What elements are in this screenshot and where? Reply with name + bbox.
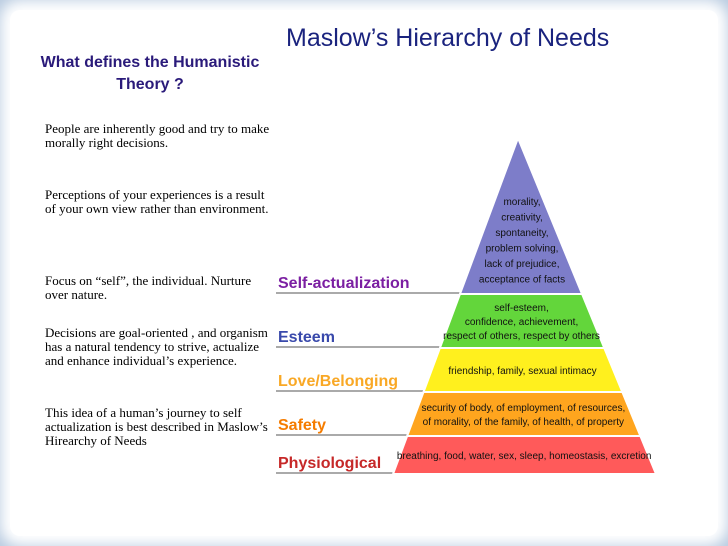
level-description-line: acceptance of facts [479, 275, 565, 286]
level-description-line: of morality, of the family, of health, o… [423, 417, 624, 428]
level-description-line: security of body, of employment, of reso… [421, 403, 625, 414]
bullet-text: This idea of a human’s journey to self a… [45, 405, 268, 448]
level-label: Love/Belonging [278, 373, 398, 390]
level-description-line: breathing, food, water, sex, sleep, home… [397, 451, 652, 462]
level-description-line: problem solving, [486, 244, 559, 255]
level-description-line: lack of prejudice, [484, 259, 559, 270]
level-description-line: creativity, [501, 213, 543, 224]
subtitle: What defines the Humanistic Theory ? [40, 54, 260, 93]
level-label: Esteem [278, 329, 335, 346]
level-label: Safety [278, 417, 326, 434]
level-description-line: friendship, family, sexual intimacy [448, 366, 596, 377]
level-description-line: morality, [503, 197, 540, 208]
pyramid-level [391, 435, 658, 475]
bullet-text: Focus on “self”, the individual. Nurture… [45, 273, 252, 302]
level-label: Physiological [278, 455, 381, 472]
pyramid-level [405, 391, 642, 437]
bullet-text: Decisions are goal-oriented , and organi… [45, 325, 268, 368]
level-description-line: confidence, achievement, [465, 317, 578, 328]
level-description-line: respect of others, respect by others [443, 331, 600, 342]
level-description-line: self-esteem, [494, 303, 548, 314]
slide-title: Maslow’s Hierarchy of Needs [286, 24, 610, 52]
bullet-text: Perceptions of your experiences is a res… [45, 187, 269, 216]
bullet-text: People are inherently good and try to ma… [45, 121, 270, 150]
level-label: Self-actualization [278, 275, 410, 292]
level-description-line: spontaneity, [495, 228, 548, 239]
